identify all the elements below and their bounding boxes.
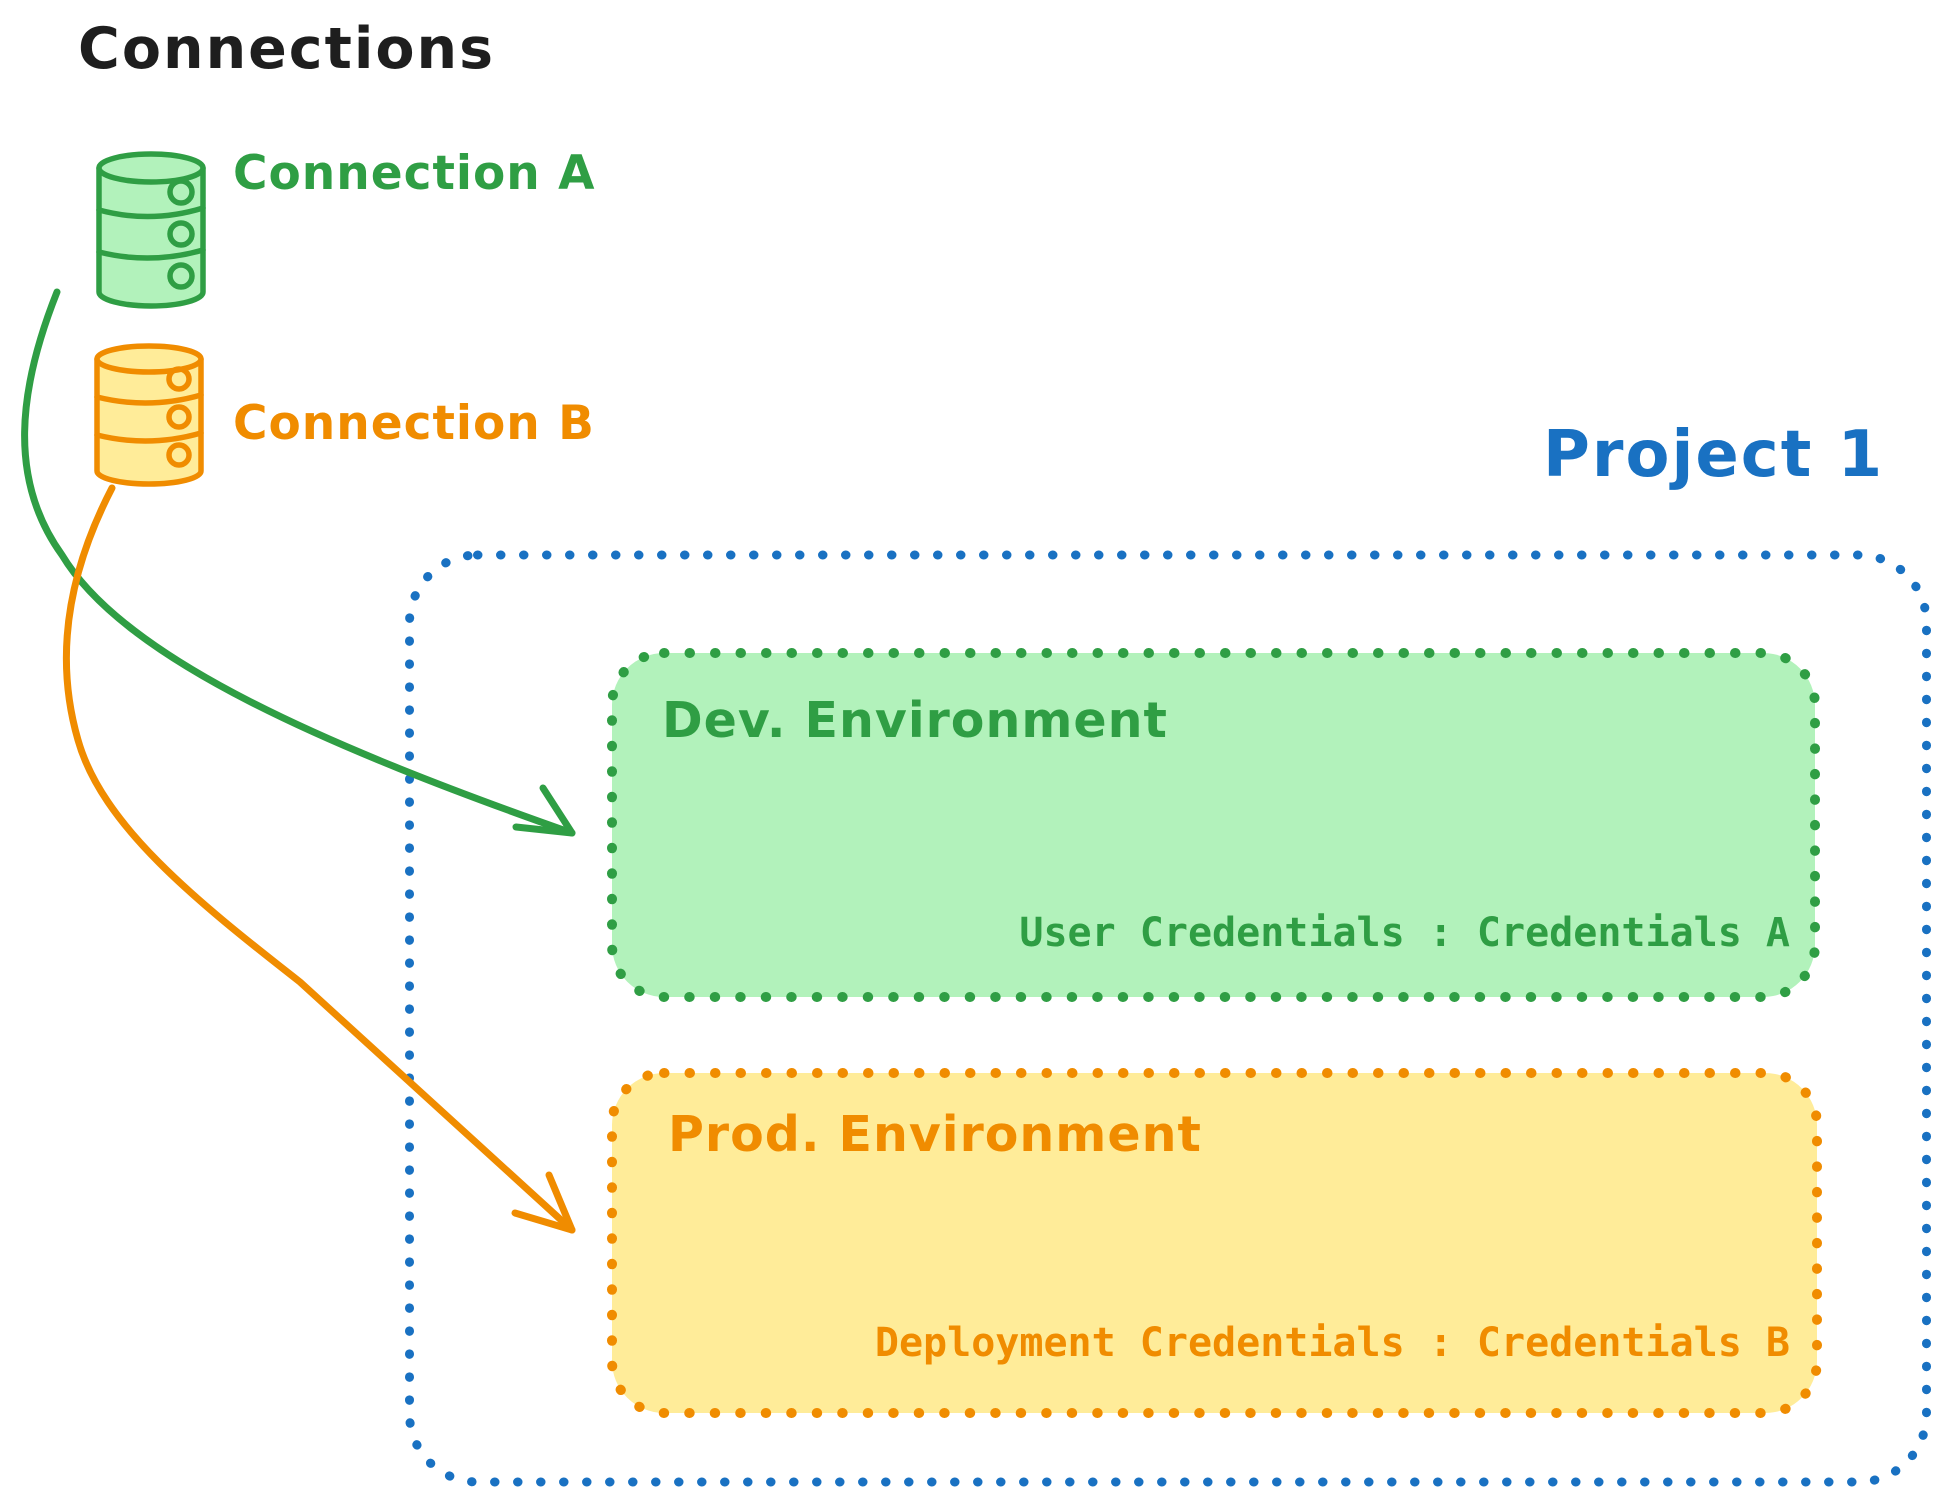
arrow-line-orange xyxy=(62,484,576,1234)
dev-environment-box xyxy=(607,648,1820,1002)
dev-environment-name: Dev. Environment xyxy=(662,692,1168,749)
arrow-line-green xyxy=(21,288,576,837)
prod-environment-credentials: Deployment Credentials : Credentials B xyxy=(874,1320,1790,1366)
prod-environment-name: Prod. Environment xyxy=(668,1106,1202,1163)
database-icon-orange xyxy=(94,343,204,487)
arrow-connection-a-to-dev xyxy=(21,288,576,837)
arrowhead-green-icon xyxy=(512,784,576,837)
dev-environment-credentials: User Credentials : Credentials A xyxy=(1019,910,1790,956)
connection-b-label: Connection B xyxy=(233,396,595,451)
prod-environment-box xyxy=(607,1068,1822,1418)
arrowhead-orange-icon xyxy=(511,1171,576,1234)
project-title: Project 1 xyxy=(1543,418,1885,492)
diagram-title: Connections xyxy=(78,16,496,82)
connection-a-label: Connection A xyxy=(233,146,596,201)
arrow-connection-b-to-prod xyxy=(62,484,576,1234)
database-icon-green xyxy=(96,151,206,309)
project-box-border xyxy=(405,550,1931,1487)
